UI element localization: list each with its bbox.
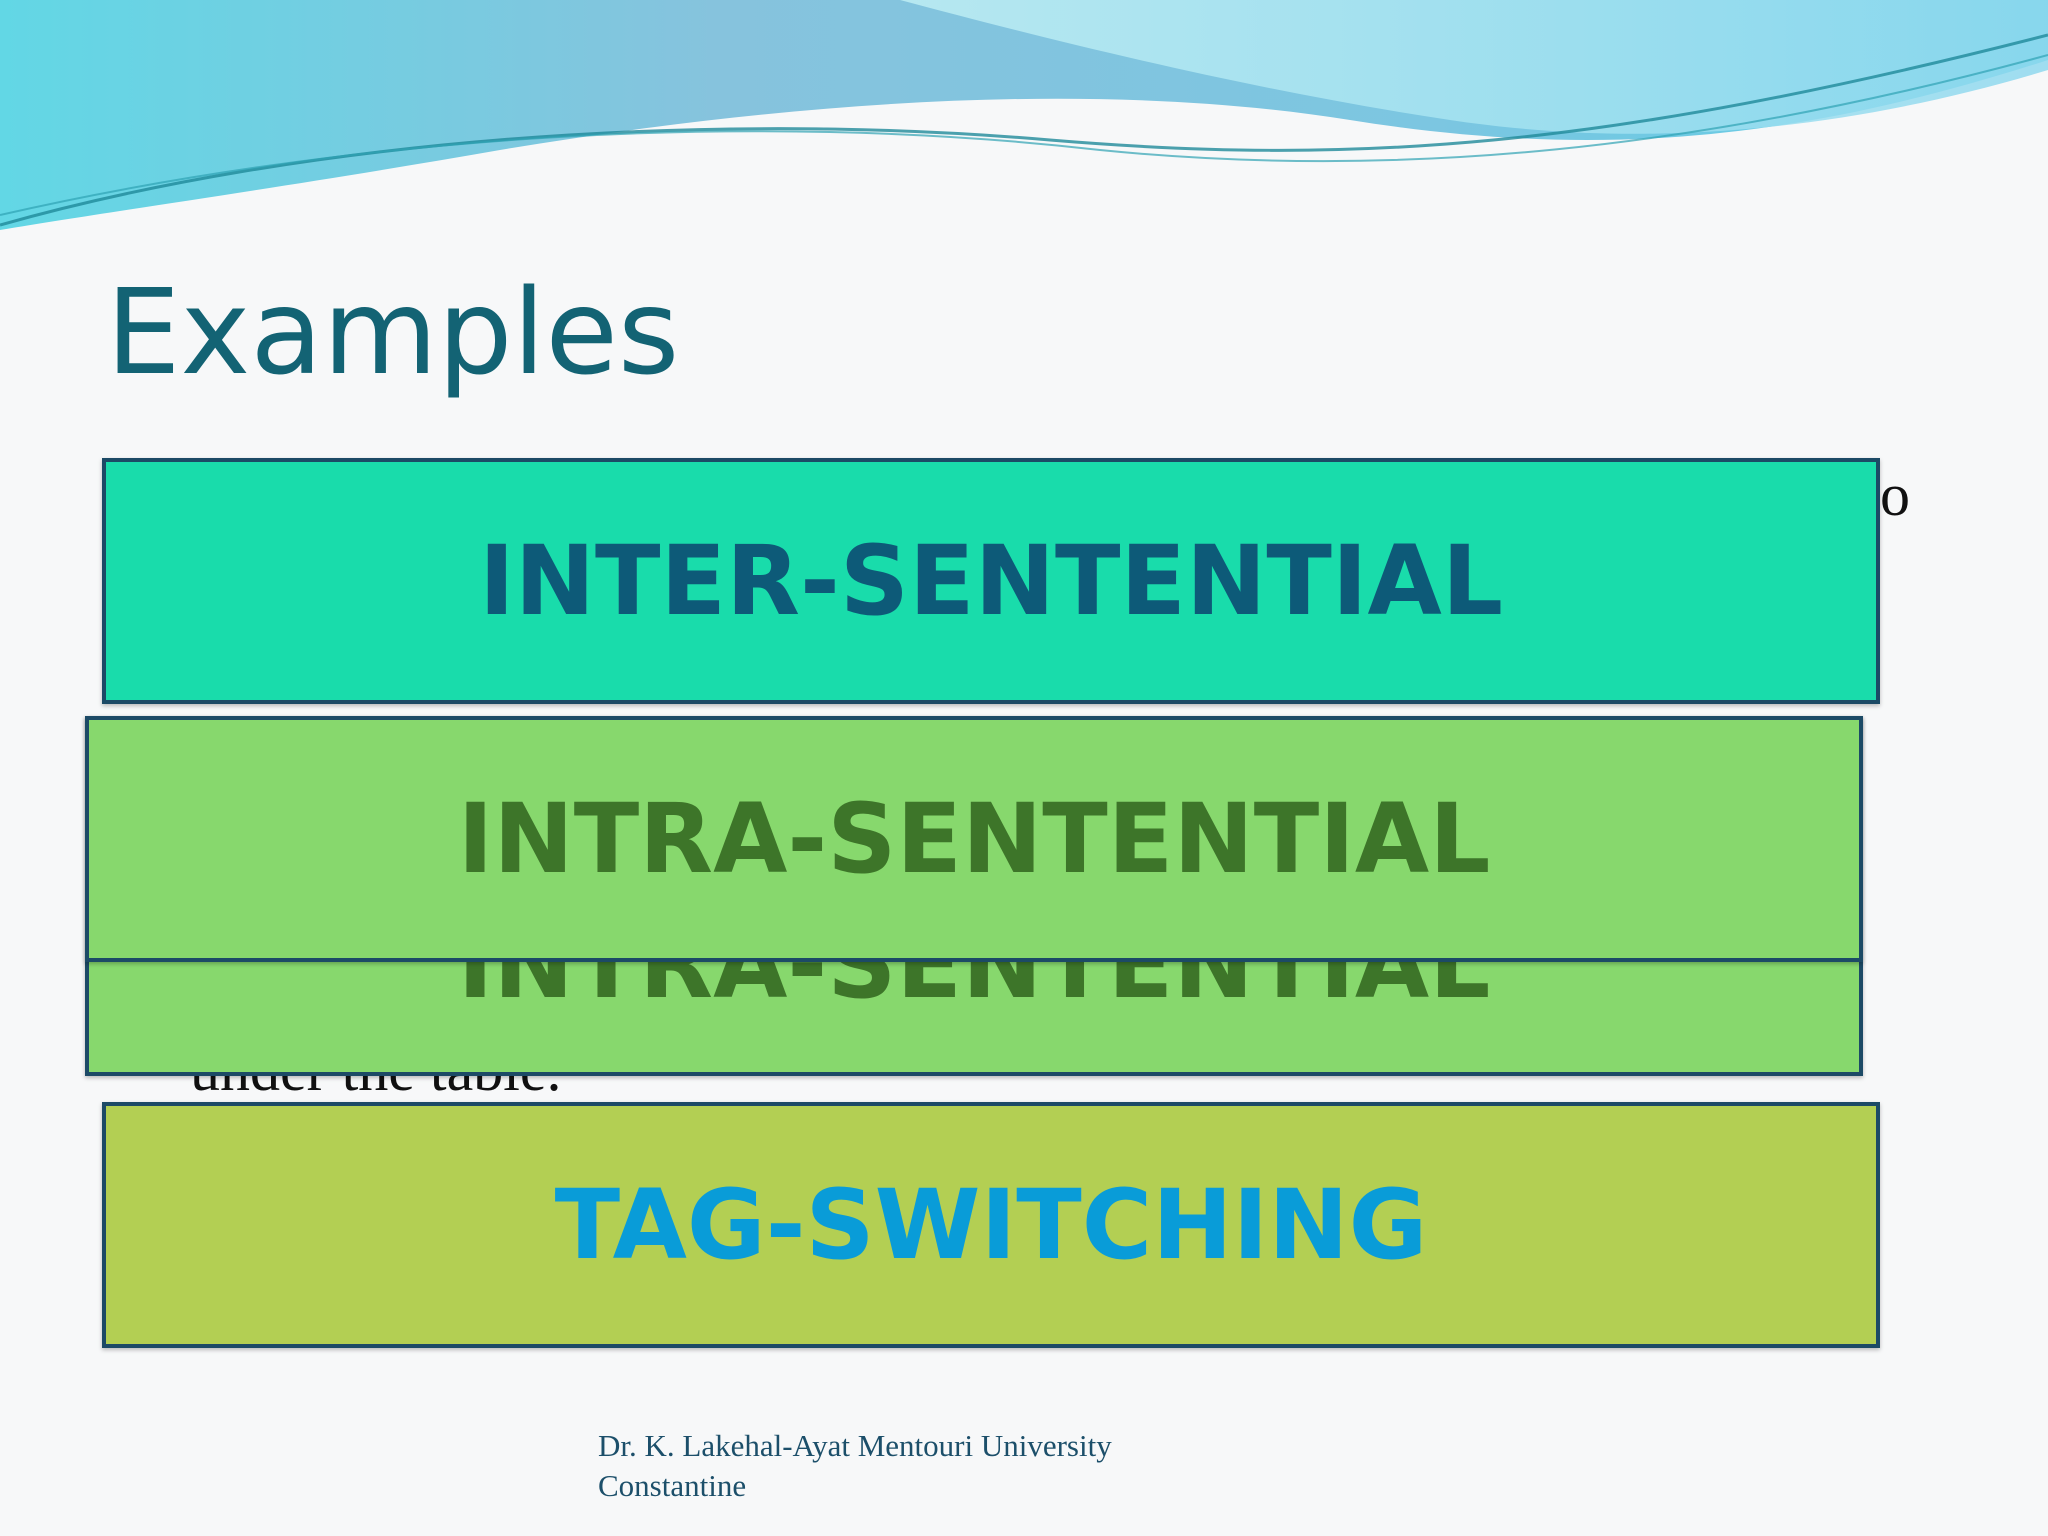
tag-switching-label: TAG-SWITCHING [554,1169,1428,1281]
intra-sentential-box: INTRA-SENTENTIAL [85,716,1863,962]
intra-sentential-label: INTRA-SENTENTIAL [457,783,1491,895]
hidden-letter-right: o [1880,462,1910,528]
slide-footer: Dr. K. Lakehal-Ayat Mentouri University … [598,1426,1112,1506]
inter-sentential-label: INTER-SENTENTIAL [478,525,1504,637]
tag-switching-box: TAG-SWITCHING [102,1102,1880,1348]
footer-line-1: Dr. K. Lakehal-Ayat Mentouri University [598,1428,1112,1463]
inter-sentential-box: INTER-SENTENTIAL [102,458,1880,704]
footer-line-2: Constantine [598,1468,747,1503]
slide-title: Examples [106,263,680,401]
